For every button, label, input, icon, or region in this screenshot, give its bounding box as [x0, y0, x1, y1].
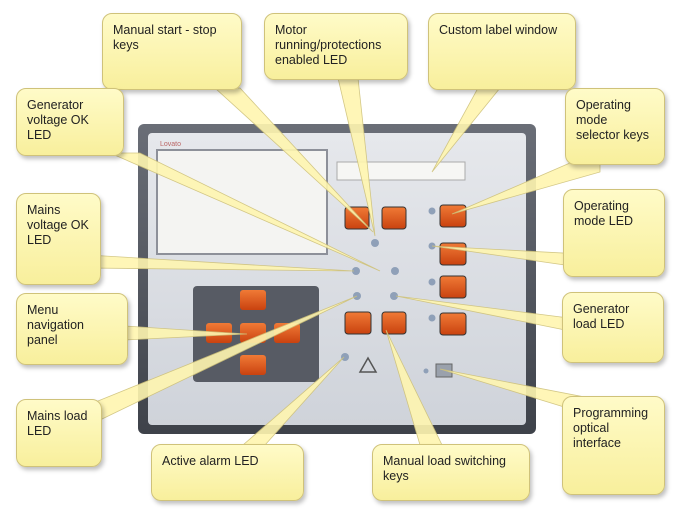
mode-auto-button[interactable] — [439, 275, 467, 299]
generator-load-led — [390, 292, 398, 300]
brand-label: Lovato — [160, 141, 181, 148]
alarm-warning-icon — [358, 356, 378, 373]
custom-label-window — [336, 161, 466, 181]
optical-port-dot — [423, 368, 429, 374]
callout-programming-optical: Programming optical interface — [562, 396, 665, 495]
mains-voltage-led — [352, 267, 360, 275]
callout-generator-load: Generator load LED — [562, 292, 664, 363]
generator-voltage-led — [391, 267, 399, 275]
callout-manual-load-switching: Manual load switching keys — [372, 444, 530, 501]
mode-led-auto — [428, 278, 436, 286]
callout-generator-voltage: Generator voltage OK LED — [16, 88, 124, 156]
motor-running-led — [371, 239, 379, 247]
mode-off-button[interactable] — [439, 204, 467, 228]
callout-mains-load: Mains load LED — [16, 399, 102, 467]
stop-button[interactable] — [381, 206, 407, 230]
callout-active-alarm: Active alarm LED — [151, 444, 304, 501]
nav-down-button[interactable] — [240, 355, 266, 375]
start-button[interactable] — [344, 206, 370, 230]
lcd-display — [156, 149, 328, 255]
mode-test-button[interactable] — [439, 312, 467, 336]
nav-up-button[interactable] — [240, 290, 266, 310]
mains-load-button[interactable] — [344, 311, 372, 335]
active-alarm-led — [341, 353, 349, 361]
callout-custom-label: Custom label window — [428, 13, 576, 90]
callout-mains-voltage: Mains voltage OK LED — [16, 193, 101, 285]
callout-motor-running: Motor running/protections enabled LED — [264, 13, 408, 80]
callout-manual-start-stop: Manual start - stop keys — [102, 13, 242, 90]
mode-led-test — [428, 314, 436, 322]
generator-load-button[interactable] — [381, 311, 407, 335]
mode-led-off — [428, 207, 436, 215]
callout-operating-mode-selector: Operating mode selector keys — [565, 88, 665, 165]
callout-menu-navigation: Menu navigation panel — [16, 293, 128, 365]
callout-operating-mode-led: Operating mode LED — [563, 189, 665, 277]
callout-pointers — [87, 77, 601, 446]
